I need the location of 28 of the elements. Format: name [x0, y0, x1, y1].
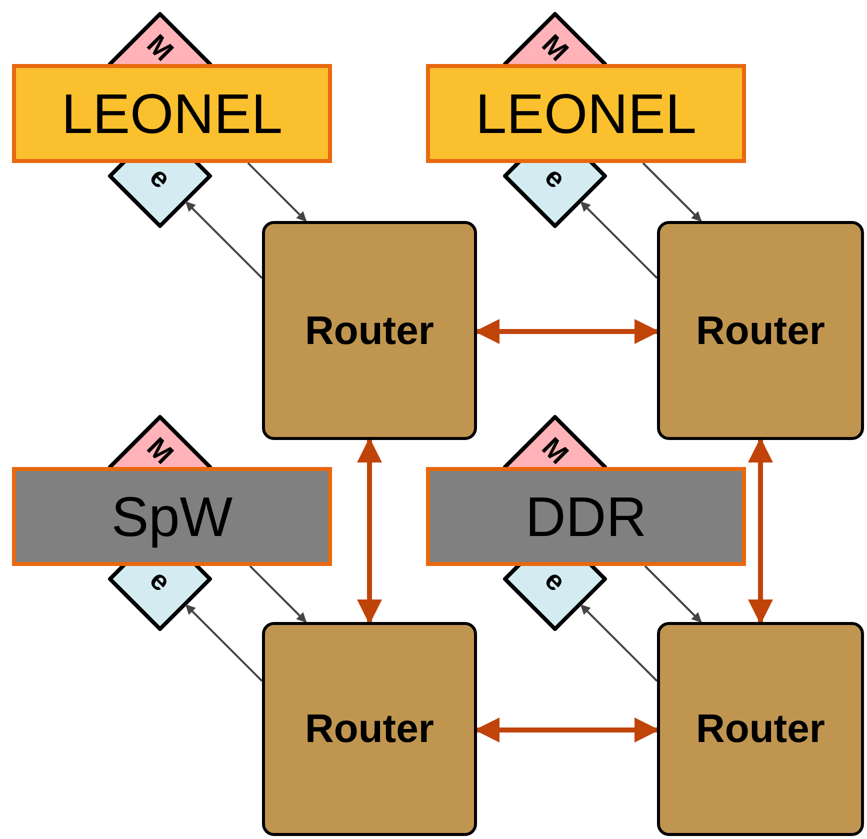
arrow	[580, 201, 658, 279]
diamond-label: e	[540, 162, 570, 194]
label-bar: LEONEL	[426, 64, 746, 163]
label-bar: SpW	[12, 467, 332, 566]
arrow	[185, 201, 263, 279]
diamond-label: M	[142, 432, 178, 470]
arrow	[474, 718, 660, 742]
arrow	[357, 438, 382, 624]
diamond-label: e	[540, 566, 570, 596]
arrow	[748, 438, 773, 624]
arrow	[474, 319, 660, 344]
arrow	[642, 162, 702, 222]
label-bar: DDR	[426, 467, 746, 566]
arrow	[249, 565, 307, 623]
arrow	[247, 162, 307, 222]
arrow	[580, 604, 658, 682]
label-bar: LEONEL	[12, 64, 332, 163]
router-box: Router	[657, 221, 864, 440]
arrow	[185, 604, 263, 682]
diamond-label: e	[144, 162, 176, 194]
arrow	[644, 565, 702, 623]
diamond-label: M	[536, 432, 574, 470]
router-box: Router	[262, 221, 477, 440]
diamond-label: M	[536, 30, 574, 66]
router-box: Router	[262, 622, 477, 836]
diamond-label: M	[142, 30, 178, 66]
diamond-label: e	[144, 566, 176, 596]
router-box: Router	[657, 622, 864, 836]
